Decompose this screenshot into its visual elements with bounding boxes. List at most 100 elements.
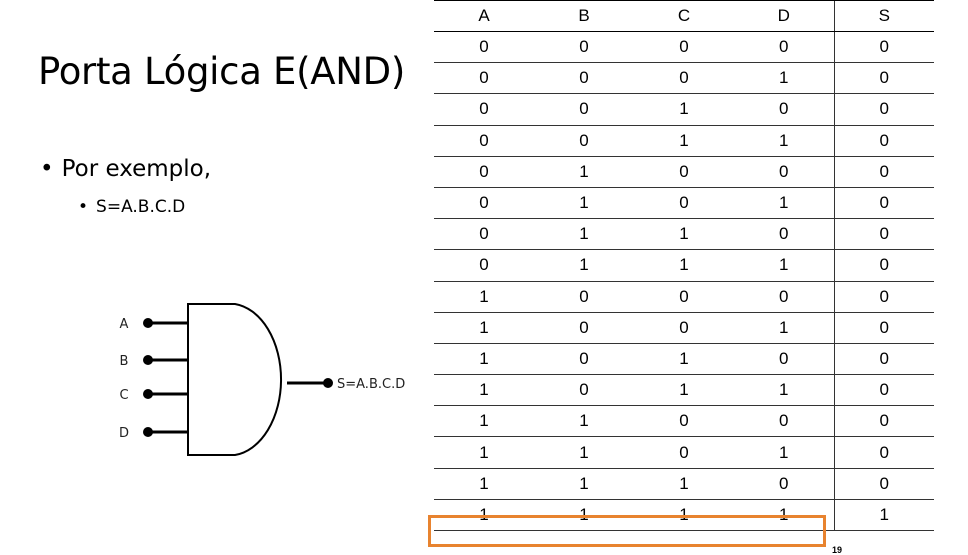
table-cell: 1: [534, 156, 634, 188]
bullet-dot-icon: •: [40, 156, 54, 182]
table-cell: 1: [634, 374, 734, 407]
table-cell: 0: [833, 125, 934, 157]
table-cell: 0: [734, 468, 834, 500]
table-cell: 0: [534, 281, 634, 313]
table-cell: 1: [734, 374, 834, 407]
table-cell: 0: [734, 218, 834, 251]
table-cell: 1: [534, 468, 634, 500]
input-label-b: B: [120, 354, 129, 369]
table-cell: 0: [434, 125, 534, 157]
table-cell: 0: [434, 187, 534, 220]
table-cell: 0: [634, 312, 734, 344]
table-cell: 1: [534, 249, 634, 282]
table-cell: 0: [434, 218, 534, 251]
table-cell: 1: [434, 374, 534, 407]
table-cell: 1: [434, 281, 534, 313]
table-cell: 1: [434, 405, 534, 438]
highlighted-row-box: [428, 515, 826, 547]
table-cell: 0: [734, 31, 834, 64]
table-cell: 0: [634, 31, 734, 64]
table-cell: 0: [833, 343, 934, 376]
table-cell: 0: [534, 93, 634, 126]
page-number: 19: [832, 545, 843, 555]
and-gate-diagram: A B C D S=A.B.C.D: [119, 303, 405, 456]
table-cell: 0: [833, 218, 934, 251]
output-label: S=A.B.C.D: [337, 377, 405, 392]
table-cell: 1: [634, 343, 734, 376]
table-cell: 0: [634, 281, 734, 313]
table-cell: 0: [833, 187, 934, 220]
table-cell: 0: [833, 374, 934, 407]
connection-dots: [143, 318, 333, 437]
table-cell: 0: [734, 93, 834, 126]
table-cell: 0: [534, 312, 634, 344]
table-cell: 1: [734, 125, 834, 157]
table-cell: 1: [434, 468, 534, 500]
table-cell: 0: [434, 93, 534, 126]
table-cell: 0: [734, 156, 834, 188]
table-header-row: A B C D S: [434, 0, 934, 32]
table-cell: 1: [434, 343, 534, 376]
table-cell: 0: [634, 156, 734, 188]
table-cell: 1: [534, 436, 634, 469]
table-cell: 0: [634, 436, 734, 469]
table-cell: 0: [534, 62, 634, 95]
table-cell: 0: [434, 249, 534, 282]
table-cell: 1: [634, 218, 734, 251]
bullet-dot-icon: •: [78, 197, 89, 217]
table-cell: 1: [734, 187, 834, 220]
table-cell: 1: [734, 62, 834, 95]
table-cell: 0: [833, 405, 934, 438]
slide-title: Porta Lógica E(AND): [38, 50, 405, 93]
table-cell: 0: [534, 125, 634, 157]
header-s: S: [833, 0, 934, 32]
table-cell: 0: [833, 468, 934, 500]
input-wires: [148, 321, 328, 434]
table-cell: 1: [634, 125, 734, 157]
table-cell: 1: [634, 249, 734, 282]
input-label-c: C: [119, 388, 128, 403]
table-cell: 0: [634, 62, 734, 95]
header-d: D: [734, 0, 834, 32]
table-cell: 1: [734, 312, 834, 344]
table-cell: 0: [833, 156, 934, 188]
table-cell: 0: [434, 156, 534, 188]
table-cell: 0: [833, 436, 934, 469]
sub-bullet-text: S=A.B.C.D: [96, 197, 186, 217]
table-cell: 1: [734, 249, 834, 282]
bullet-text: Por exemplo,: [61, 156, 212, 182]
table-cell: 0: [833, 62, 934, 95]
table-cell: 0: [534, 374, 634, 407]
table-cell: 1: [734, 436, 834, 469]
table-cell: 0: [634, 187, 734, 220]
table-cell: 0: [634, 405, 734, 438]
table-cell: 0: [833, 312, 934, 344]
table-cell: 0: [833, 31, 934, 64]
table-cell: 0: [434, 62, 534, 95]
and-gate-body: [187, 303, 282, 456]
table-cell: 0: [734, 343, 834, 376]
input-label-a: A: [120, 317, 129, 332]
header-c: C: [634, 0, 734, 32]
bullet-point: • Por exemplo,: [40, 156, 211, 182]
table-cell: 1: [634, 93, 734, 126]
table-cell: 1: [434, 436, 534, 469]
table-cell: 0: [734, 405, 834, 438]
header-b: B: [534, 0, 634, 32]
table-cell: 1: [534, 218, 634, 251]
table-cell: 0: [534, 31, 634, 64]
table-cell: 0: [734, 281, 834, 313]
